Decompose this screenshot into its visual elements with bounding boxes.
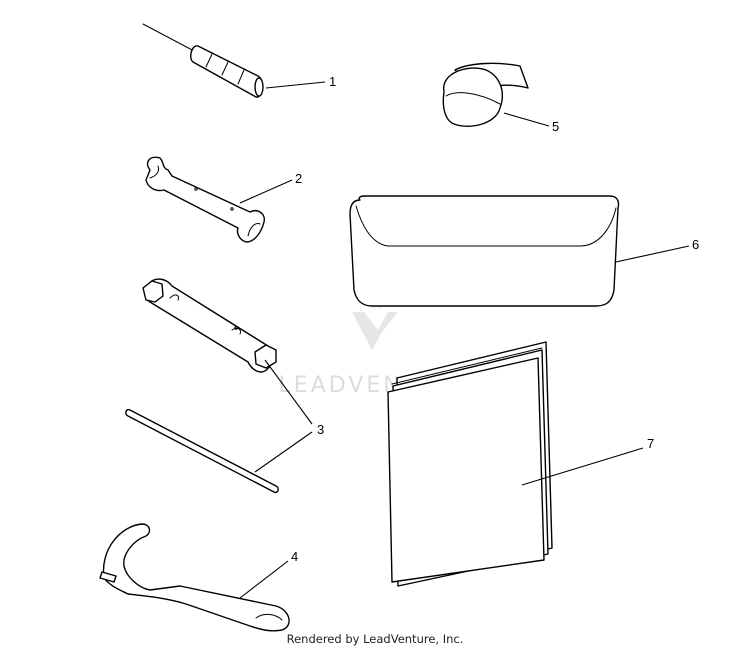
- callout-5: 5: [552, 119, 559, 134]
- callout-2-leader: [239, 179, 293, 204]
- tool-pouch[interactable]: [349, 195, 620, 307]
- spanner-wrench[interactable]: [99, 523, 290, 632]
- callout-6: 6: [692, 237, 699, 252]
- callout-7: 7: [647, 436, 654, 451]
- owners-manual[interactable]: [387, 341, 553, 587]
- callout-3-leader-a: [264, 359, 313, 425]
- screwdriver[interactable]: [142, 23, 264, 98]
- callout-3: 3: [317, 422, 324, 437]
- footer-credit: Rendered by LeadVenture, Inc.: [286, 632, 464, 646]
- callout-1-leader: [265, 81, 326, 89]
- callout-4: 4: [291, 549, 298, 564]
- tommy-bar[interactable]: [125, 408, 279, 494]
- callout-6-leader: [615, 245, 690, 263]
- callout-3-leader-b: [254, 431, 313, 473]
- wrench[interactable]: [145, 156, 265, 243]
- callout-7-leader: [521, 447, 644, 486]
- callout-2: 2: [295, 171, 302, 186]
- callout-4-leader: [239, 560, 289, 599]
- callout-5-leader: [503, 112, 550, 127]
- tube-wrench[interactable]: [142, 278, 277, 373]
- watermark-flame-logo: [352, 258, 398, 350]
- callout-1: 1: [329, 74, 336, 89]
- strap[interactable]: [442, 62, 529, 127]
